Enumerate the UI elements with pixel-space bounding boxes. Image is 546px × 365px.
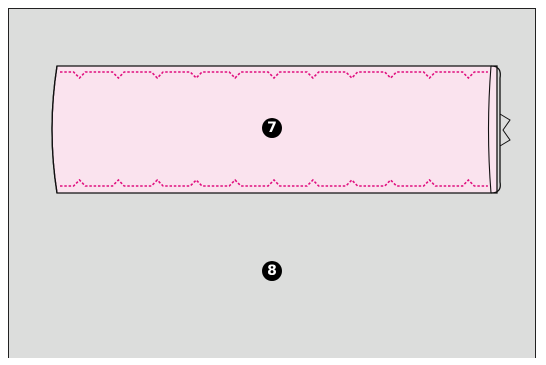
step-badge-7: 7	[262, 118, 282, 138]
stitch-line-top	[60, 71, 488, 80]
fabric-right-edge	[490, 65, 501, 194]
notch-mark	[499, 113, 511, 147]
step-badge-8: 8	[262, 261, 282, 281]
fabric-left-edge	[51, 65, 58, 194]
stitch-top-path	[60, 71, 488, 80]
stitch-line-bottom	[60, 178, 488, 187]
fabric-right-fold	[487, 65, 492, 194]
stitch-bottom-path	[60, 178, 488, 187]
